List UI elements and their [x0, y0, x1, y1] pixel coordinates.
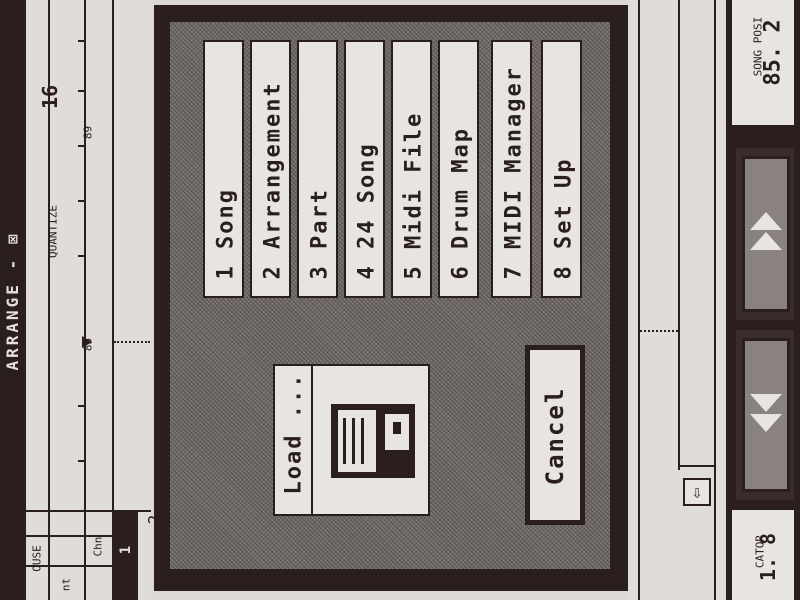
- transport-area: ⇩ SONG POSI 85. 2 CATOR 1. 8: [628, 0, 800, 600]
- menu-item-label: 2 Arrangement: [260, 81, 286, 280]
- menu-item-label: 6 Drum Map: [448, 127, 474, 280]
- fast-forward-button[interactable]: [736, 148, 794, 320]
- menu-item-label: 3 Part: [307, 188, 333, 280]
- cancel-button[interactable]: Cancel: [525, 345, 585, 525]
- menu-item-label: 7 MIDI Manager: [501, 66, 527, 280]
- song-position-value[interactable]: 85. 2: [760, 19, 786, 86]
- song-position-pointer[interactable]: [82, 336, 92, 348]
- window-title-bar[interactable]: ARRANGE - ⊠: [0, 0, 26, 600]
- load-box: Load ...: [273, 364, 430, 516]
- quantize-value[interactable]: 16: [38, 84, 62, 110]
- scroll-down-arrow-icon[interactable]: ⇩: [683, 478, 711, 506]
- header-label-mouse: OUSE: [30, 545, 44, 572]
- menu-item-set-up[interactable]: 8 Set Up: [541, 40, 582, 298]
- rewind-button[interactable]: [736, 330, 794, 500]
- menu-item-label: 4 24 Song: [354, 142, 380, 280]
- rewind-icon: [750, 390, 784, 440]
- menu-item-midi-file[interactable]: 5 Midi File: [391, 40, 432, 298]
- arrange-ruler-area: QUANTIZE 16 89 85 OUSE nt Chn 1 2: [26, 0, 164, 600]
- locator-value[interactable]: 1. 8: [756, 532, 780, 582]
- menu-item-label: 5 Midi File: [401, 111, 427, 280]
- cancel-label: Cancel: [541, 386, 569, 486]
- header-label-nt: nt: [59, 577, 73, 592]
- channel-1[interactable]: 1: [118, 545, 134, 555]
- header-label-chn: Chn: [91, 536, 105, 557]
- menu-item-midi-manager[interactable]: 7 MIDI Manager: [491, 40, 532, 298]
- load-label: Load ...: [281, 372, 307, 495]
- menu-item-arrangement[interactable]: 2 Arrangement: [250, 40, 291, 298]
- menu-item-label: 8 Set Up: [551, 157, 577, 280]
- fast-forward-icon: [750, 208, 784, 258]
- menu-item-song[interactable]: 1 Song: [203, 40, 244, 298]
- ruler-bar-89: 89: [81, 125, 95, 140]
- window-title: ARRANGE - ⊠: [3, 231, 22, 371]
- menu-item-label: 1 Song: [213, 188, 239, 280]
- menu-item-drum-map[interactable]: 6 Drum Map: [438, 40, 479, 298]
- floppy-disk-icon: [331, 404, 415, 478]
- menu-item-24-song[interactable]: 4 24 Song: [344, 40, 385, 298]
- menu-item-part[interactable]: 3 Part: [297, 40, 338, 298]
- quantize-label: QUANTIZE: [46, 205, 60, 258]
